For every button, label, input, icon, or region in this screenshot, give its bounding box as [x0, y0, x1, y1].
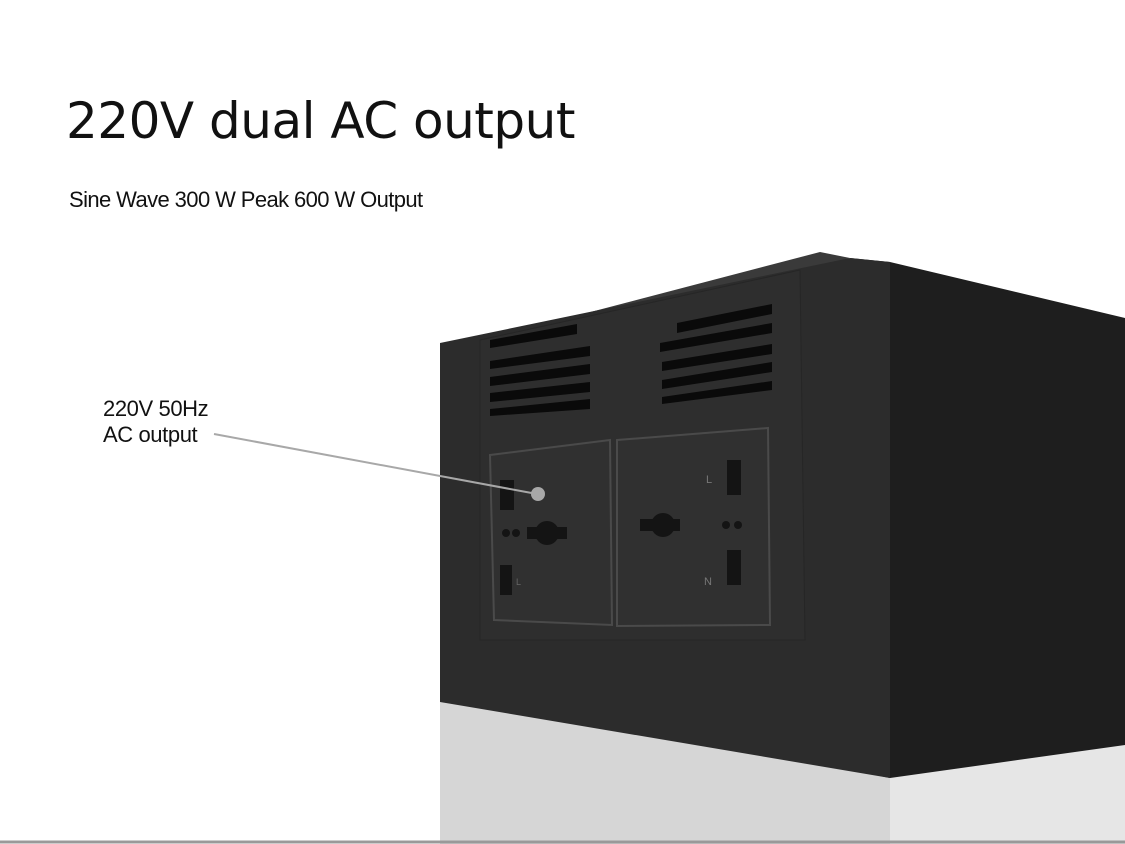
base-front — [440, 700, 890, 844]
callout-label: 220V 50Hz AC output — [103, 396, 209, 448]
vent-grille — [490, 304, 772, 416]
callout-line1: 220V 50Hz — [103, 396, 209, 421]
outlet-label-l: L — [706, 474, 712, 486]
subtitle: Sine Wave 300 W Peak 600 W Output — [69, 187, 423, 212]
body-side — [850, 258, 1125, 778]
outlet-left — [488, 438, 614, 627]
outlet-right: L N — [616, 426, 772, 628]
outlet-left-label: L — [516, 577, 521, 587]
callout-line2: AC output — [103, 422, 198, 447]
callout-line — [213, 433, 538, 495]
outlet-label-n: N — [704, 576, 712, 588]
callout-dot — [531, 487, 545, 501]
page-title: 220V dual AC output — [66, 92, 575, 150]
